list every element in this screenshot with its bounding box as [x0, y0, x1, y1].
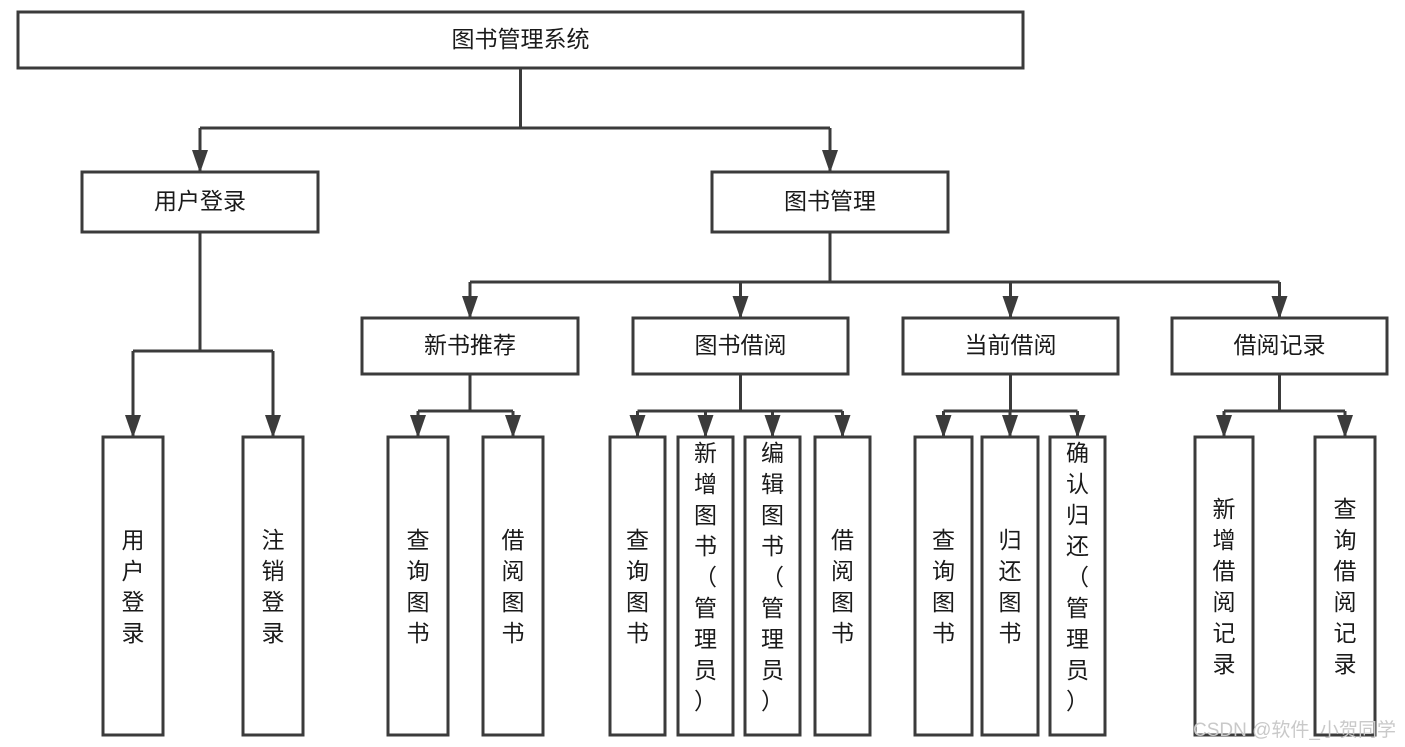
arrow-head-icon	[629, 415, 646, 438]
node-label: 查询图书	[407, 527, 430, 646]
node-leaf-query-book-3[interactable]: 查询图书	[913, 435, 974, 737]
arrow-head-icon	[935, 415, 952, 438]
node-box[interactable]	[1048, 435, 1107, 737]
node-leaf-user-logout[interactable]: 注销登录	[241, 435, 305, 737]
node-leaf-user-login[interactable]: 用户登录	[101, 435, 165, 737]
connector-new-book-rec	[410, 374, 521, 438]
node-label: 查询借阅记录	[1334, 496, 1357, 677]
arrow-head-icon	[697, 415, 714, 438]
arrow-head-icon	[505, 415, 521, 438]
node-box[interactable]	[980, 435, 1040, 737]
node-leaf-query-record[interactable]: 查询借阅记录	[1313, 435, 1377, 737]
node-book-manage[interactable]: 图书管理	[710, 170, 950, 234]
arrow-head-icon	[265, 415, 281, 438]
node-leaf-borrow-book-2[interactable]: 借阅图书	[813, 435, 872, 737]
connector-borrow-record	[1216, 374, 1353, 438]
node-box[interactable]	[481, 435, 545, 737]
node-label: 新书推荐	[424, 332, 516, 358]
arrow-head-icon	[764, 415, 781, 438]
node-box[interactable]	[241, 435, 305, 737]
node-label: 借阅记录	[1234, 332, 1326, 358]
node-new-book-rec[interactable]: 新书推荐	[360, 316, 580, 376]
node-box[interactable]	[676, 435, 735, 737]
arrow-head-icon	[732, 296, 749, 319]
arrow-head-icon	[1337, 415, 1353, 438]
node-borrow-record[interactable]: 借阅记录	[1170, 316, 1389, 376]
node-book-borrow[interactable]: 图书借阅	[631, 316, 850, 376]
node-box[interactable]	[1170, 316, 1389, 376]
node-leaf-add-record[interactable]: 新增借阅记录	[1193, 435, 1255, 737]
node-current-borrow[interactable]: 当前借阅	[901, 316, 1120, 376]
connector-book-borrow	[629, 374, 851, 438]
connector-current-borrow	[935, 374, 1086, 438]
node-box[interactable]	[813, 435, 872, 737]
node-leaf-query-book-2[interactable]: 查询图书	[608, 435, 667, 737]
arrow-head-icon	[834, 415, 851, 438]
node-label: 图书管理	[784, 188, 876, 214]
node-box[interactable]	[101, 435, 165, 737]
node-leaf-edit-book[interactable]: 编辑图书（管理员）	[743, 435, 802, 737]
node-label: 归还图书	[999, 527, 1022, 646]
arrow-head-icon	[192, 150, 208, 173]
node-label: 用户登录	[154, 188, 246, 214]
connector-layer	[125, 68, 1353, 438]
node-leaf-return-book[interactable]: 归还图书	[980, 435, 1040, 737]
arrow-head-icon	[822, 150, 838, 173]
arrow-head-icon	[1069, 415, 1086, 438]
arrow-head-icon	[1216, 415, 1232, 438]
node-box[interactable]	[1193, 435, 1255, 737]
arrow-head-icon	[1271, 296, 1288, 319]
node-user-login[interactable]: 用户登录	[80, 170, 320, 234]
node-label: 图书借阅	[695, 332, 787, 358]
node-box[interactable]	[608, 435, 667, 737]
node-box[interactable]	[386, 435, 450, 737]
node-box[interactable]	[80, 170, 320, 234]
node-label: 当前借阅	[965, 332, 1057, 358]
connector-root	[192, 68, 838, 173]
arrow-head-icon	[410, 415, 426, 438]
node-label: 新增借阅记录	[1213, 496, 1236, 677]
node-box[interactable]	[743, 435, 802, 737]
watermark-label: CSDN @软件_小贺同学	[1193, 719, 1396, 741]
arrow-head-icon	[125, 415, 141, 438]
node-label: 确认归还（管理员）	[1066, 440, 1089, 714]
node-label: 注销登录	[262, 527, 285, 646]
node-label: 新增图书（管理员）	[694, 440, 717, 714]
node-box[interactable]	[913, 435, 974, 737]
node-label: 借阅图书	[502, 527, 525, 646]
node-box[interactable]	[16, 10, 1025, 70]
node-box[interactable]	[901, 316, 1120, 376]
node-leaf-confirm-return[interactable]: 确认归还（管理员）	[1048, 435, 1107, 737]
node-label: 借阅图书	[831, 527, 854, 646]
node-label: 查询图书	[626, 527, 649, 646]
node-label: 用户登录	[122, 527, 145, 646]
node-label: 编辑图书（管理员）	[761, 440, 784, 714]
arrow-head-icon	[1002, 415, 1018, 438]
node-box[interactable]	[631, 316, 850, 376]
node-box[interactable]	[1313, 435, 1377, 737]
node-leaf-add-book[interactable]: 新增图书（管理员）	[676, 435, 735, 737]
arrow-head-icon	[462, 296, 478, 319]
arrow-head-icon	[1002, 296, 1019, 319]
node-root[interactable]: 图书管理系统	[16, 10, 1025, 70]
node-box[interactable]	[710, 170, 950, 234]
node-leaf-query-book-1[interactable]: 查询图书	[386, 435, 450, 737]
node-label: 图书管理系统	[452, 26, 590, 52]
connector-book-manage	[462, 232, 1288, 319]
node-leaf-borrow-book-1[interactable]: 借阅图书	[481, 435, 545, 737]
node-label: 查询图书	[932, 527, 955, 646]
connector-user-login	[125, 232, 281, 438]
node-box[interactable]	[360, 316, 580, 376]
node-layer: 图书管理系统用户登录图书管理新书推荐图书借阅当前借阅借阅记录用户登录注销登录查询…	[16, 10, 1389, 737]
